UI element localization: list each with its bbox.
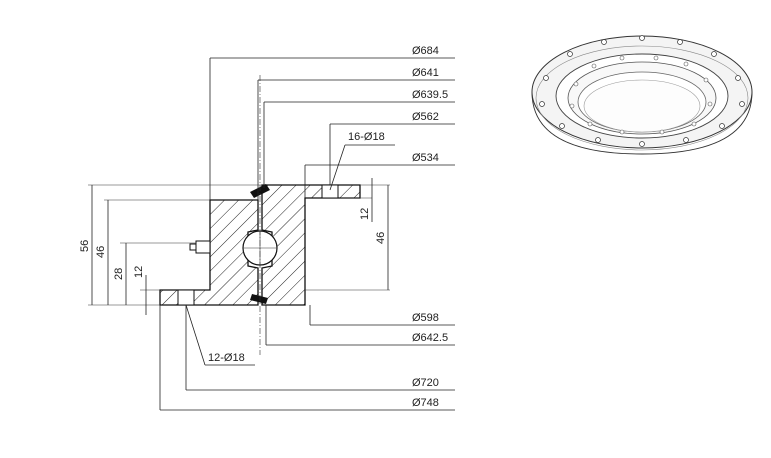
bottom-flange-hole: [177, 289, 195, 306]
top-flange-hole: [321, 184, 339, 199]
dim-d534: Ø534: [412, 152, 439, 164]
dim-h12-right: 12: [359, 208, 371, 220]
grease-nipple: [195, 240, 211, 254]
dim-d598: Ø598: [412, 312, 439, 324]
height-dimensions-left: 56 46 28 12: [79, 184, 262, 315]
dim-h56: 56: [79, 240, 91, 252]
dim-d748: Ø748: [412, 397, 439, 409]
dim-d641: Ø641: [412, 67, 439, 79]
dim-d642-5: Ø642.5: [412, 332, 448, 344]
cross-section: [159, 75, 361, 355]
dim-h28: 28: [113, 268, 125, 280]
dim-d562: Ø562: [412, 111, 439, 123]
inner-ring-section: [261, 184, 361, 306]
diameter-dimensions: Ø684 Ø641 Ø639.5 Ø562 16-Ø18 Ø534 Ø598 Ø…: [159, 45, 455, 411]
dim-holes-top: 16-Ø18: [348, 131, 385, 143]
bearing-3d-view: [531, 35, 753, 155]
dim-h12-left: 12: [133, 266, 145, 278]
dim-d639-5: Ø639.5: [412, 89, 448, 101]
height-dimensions-right: 12 46: [305, 178, 390, 291]
dim-holes-bottom: 12-Ø18: [208, 352, 245, 364]
dim-h46-right: 46: [375, 232, 387, 244]
dim-h46-left: 46: [95, 246, 107, 258]
bottom-seal: [250, 294, 268, 304]
dim-d684: Ø684: [412, 45, 439, 57]
dim-d720: Ø720: [412, 377, 439, 389]
outer-ring-section: [159, 199, 259, 306]
